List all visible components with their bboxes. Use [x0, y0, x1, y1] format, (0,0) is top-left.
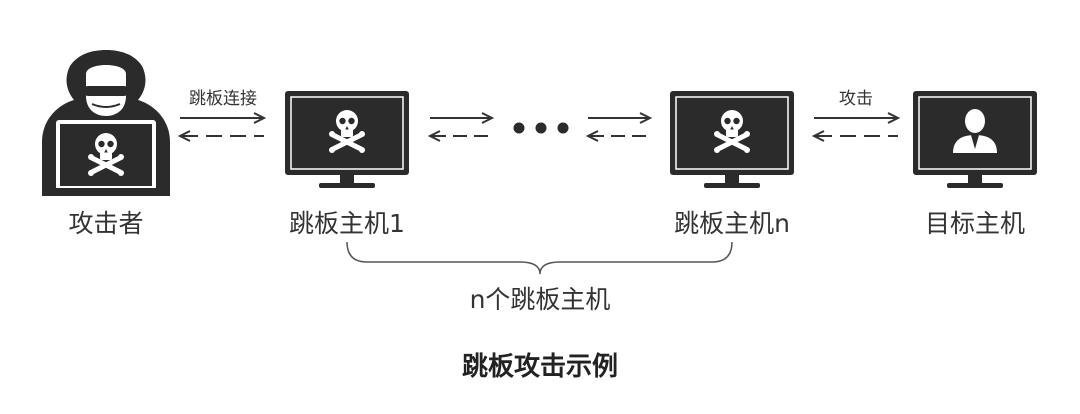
group-brace: [346, 241, 733, 275]
jump-host-1-monitor-icon: [285, 91, 409, 188]
arrows-attacker-to-jump1: [177, 112, 267, 142]
diagram-caption: 跳板攻击示例: [461, 352, 619, 382]
arrows-jumpn-to-target: [811, 112, 901, 142]
arrows-ellipsis-to-jumpn: [585, 112, 653, 142]
jump-host-n-monitor-icon: [670, 91, 794, 188]
group-label: n个跳板主机: [469, 285, 611, 314]
attacker-label: 攻击者: [68, 209, 144, 238]
jump-connection-label: 跳板连接: [189, 89, 257, 109]
arrows-jump1-to-ellipsis: [427, 112, 495, 142]
target-host-monitor-icon: [913, 91, 1037, 188]
jump-host-n-label: 跳板主机n: [674, 209, 790, 238]
hooded-hacker-icon: [42, 50, 170, 196]
attack-label: 攻击: [839, 89, 873, 109]
jump-host-1-label: 跳板主机1: [289, 209, 405, 238]
target-host-label: 目标主机: [924, 209, 1026, 238]
ellipsis-dots-icon: [513, 122, 569, 134]
